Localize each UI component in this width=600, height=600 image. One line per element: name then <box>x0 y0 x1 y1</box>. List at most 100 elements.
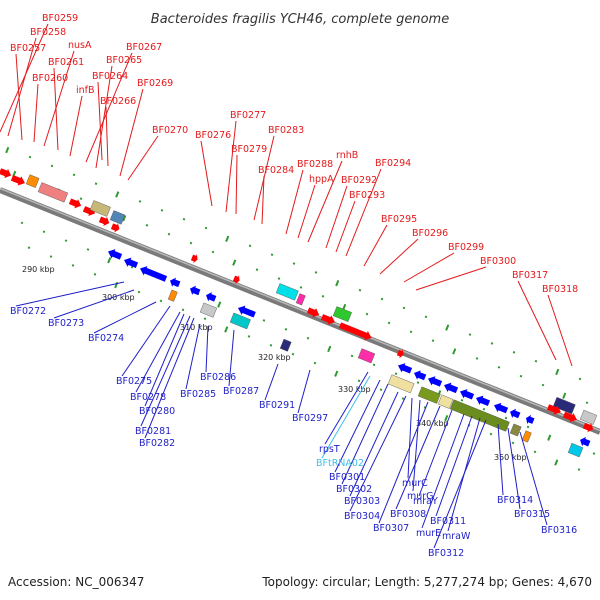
forward-gene-label: BF0299 <box>448 242 484 253</box>
forward-gene-label: BF0257 <box>10 43 46 54</box>
tick-dot <box>145 223 149 227</box>
forward-gene-label: BF0296 <box>412 228 448 239</box>
leader-line <box>53 67 59 151</box>
reverse-gene-label: BF0275 <box>116 376 152 387</box>
leader-line <box>378 401 429 524</box>
leader-line <box>33 83 39 143</box>
leader-line <box>105 106 109 167</box>
reverse-gene-label: BF0282 <box>139 438 175 449</box>
gene-arrow <box>460 389 475 400</box>
tick-dot <box>380 297 384 301</box>
tick-label: 330 kbp <box>338 385 371 394</box>
tick-dot <box>475 357 479 360</box>
forward-gene-label: BF0270 <box>152 125 188 136</box>
tick-dot <box>592 452 596 455</box>
tick-dot <box>489 432 493 436</box>
leader-line <box>497 423 504 496</box>
forward-gene-label: BF0283 <box>268 125 304 136</box>
leader-line <box>517 280 557 361</box>
tick-dot <box>327 345 332 353</box>
gene-block <box>167 289 178 302</box>
tick-dot <box>211 250 215 254</box>
reverse-gene-label: BF0308 <box>390 509 426 520</box>
tick-dot <box>306 336 310 340</box>
leader-line <box>285 169 304 235</box>
tick-dot <box>247 335 251 338</box>
gene-arrow <box>170 277 181 288</box>
gene-arrow <box>510 408 521 419</box>
leader-line <box>519 431 548 526</box>
tick-dot <box>504 416 508 420</box>
tick-dot <box>401 397 405 400</box>
tick-dot <box>255 268 259 271</box>
gene-block <box>417 386 441 404</box>
tick-dot <box>512 351 516 354</box>
leader-line <box>53 289 135 319</box>
leader-line <box>264 363 279 401</box>
gene-arrow <box>110 223 120 233</box>
reverse-gene-label: BF0274 <box>88 333 124 344</box>
reverse-gene-label: BF0285 <box>180 389 216 400</box>
forward-gene-label: BF0317 <box>512 270 548 281</box>
forward-gene-label: BF0276 <box>195 130 231 141</box>
tick-dot <box>578 377 582 381</box>
reverse-gene-label: BF0286 <box>200 372 236 383</box>
leader-line <box>395 405 441 510</box>
forward-gene-label: BF0295 <box>381 214 417 225</box>
tick-label: 320 kbp <box>258 353 291 362</box>
leader-line <box>97 81 103 161</box>
reverse-gene-label: murG <box>407 491 434 502</box>
forward-gene-label: BF0288 <box>297 159 333 170</box>
gene-block <box>437 394 454 409</box>
reverse-gene-label: BF0280 <box>139 406 175 417</box>
tick-dot <box>372 363 376 367</box>
tick-dot <box>138 200 142 203</box>
reverse-gene-label: BF0272 <box>10 306 46 317</box>
leader-line <box>335 200 356 253</box>
forward-gene-label: infB <box>76 85 95 96</box>
map-title: Bacteroides fragilis YCH46, complete gen… <box>151 12 449 27</box>
reverse-gene-label: BF0314 <box>497 495 533 506</box>
tick-dot <box>299 286 303 289</box>
gene-arrow <box>398 363 413 374</box>
reverse-gene-label: BF0304 <box>344 511 380 522</box>
leader-line <box>225 120 237 213</box>
tick-dot <box>269 344 273 347</box>
genome-stats-text: Topology: circular; Length: 5,277,274 bp… <box>261 575 592 589</box>
leader-line <box>334 379 381 473</box>
tick-dot <box>49 255 53 258</box>
leader-line <box>363 224 388 267</box>
gene-block <box>357 348 376 364</box>
leader-line <box>0 23 49 133</box>
tick-dot <box>203 317 207 320</box>
gene-block <box>37 182 69 203</box>
tick-dot <box>93 273 97 276</box>
tick-label: 290 kbp <box>22 265 55 274</box>
tick-dot <box>204 226 208 230</box>
leader-line <box>185 323 201 390</box>
tick-dot <box>94 182 98 186</box>
gene-arrow <box>190 285 201 296</box>
gene-block <box>552 396 576 415</box>
reverse-gene-label: BFtRNA02 <box>316 458 364 469</box>
tick-dot <box>424 315 428 319</box>
reverse-gene-label: BF0303 <box>344 496 380 507</box>
tick-dot <box>270 253 274 257</box>
tick-dot <box>71 264 75 267</box>
leader-line <box>261 175 265 225</box>
tick-dot <box>490 342 494 345</box>
tick-dot <box>468 333 472 336</box>
gene-arrow <box>320 314 335 325</box>
leader-line <box>403 252 455 283</box>
tick-dot <box>248 244 252 248</box>
tick-dot <box>497 365 501 369</box>
tick-dot <box>5 146 10 154</box>
tick-dot <box>159 299 163 303</box>
reverse-gene-label: BF0307 <box>373 523 409 534</box>
leader-line <box>228 329 235 387</box>
gene-arrow <box>580 436 591 447</box>
tick-dot <box>452 348 457 355</box>
tick-dot <box>444 414 449 422</box>
tick-dot <box>541 383 545 387</box>
